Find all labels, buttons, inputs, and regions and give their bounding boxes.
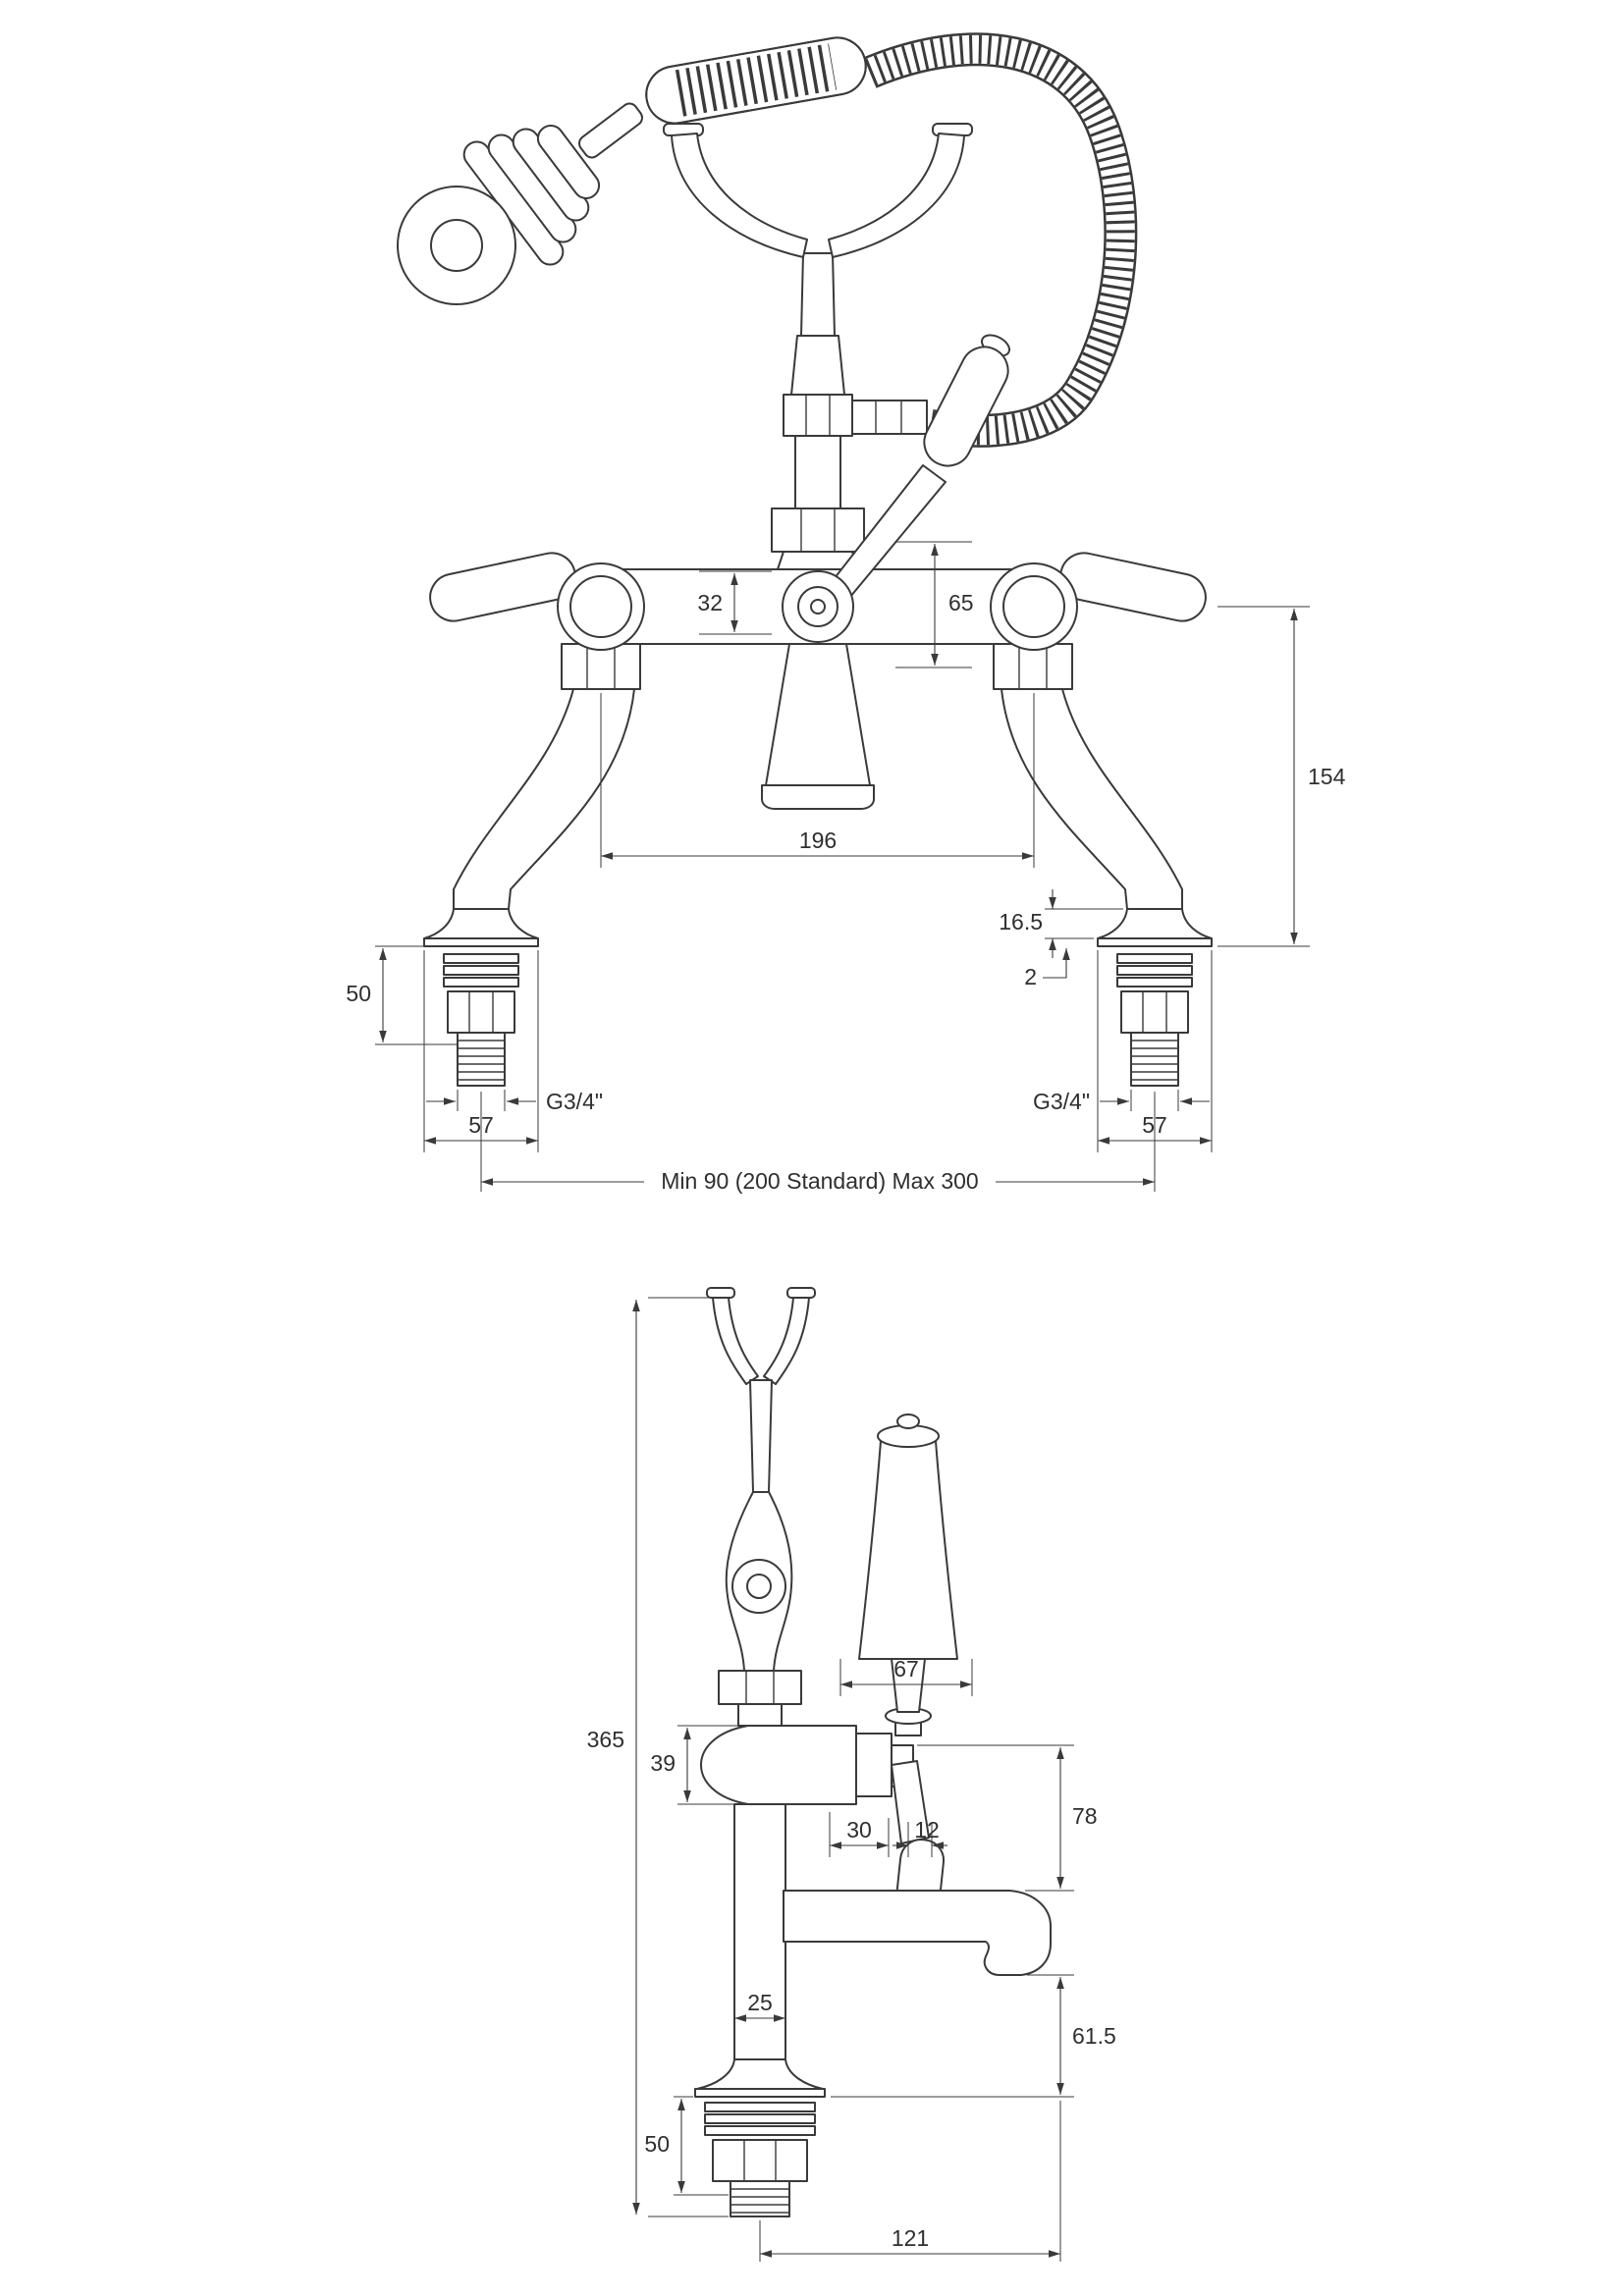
dim-65: 65: [948, 590, 974, 615]
side-view: 365 67 39 30 12 78 61.5 25 50: [587, 1287, 1116, 2262]
handset-cradle: [663, 123, 973, 258]
dim-50-side: 50: [644, 2131, 670, 2157]
dim-32: 32: [697, 590, 723, 615]
thread-size-left: G3/4": [546, 1089, 603, 1114]
right-mounting-shank: [1116, 953, 1193, 1087]
dim-50-left: 50: [346, 981, 371, 1006]
left-valve-handle: [429, 552, 645, 651]
riser-column: [771, 252, 928, 570]
side-lever-handle: [858, 1414, 958, 1736]
front-view-dimensions: 32 65 154 196 16.5 2 50 G3/4": [346, 541, 1346, 1194]
right-leg: [1001, 688, 1183, 910]
shower-hose: [863, 32, 1138, 448]
dim-67: 67: [893, 1656, 919, 1682]
dim-196: 196: [799, 828, 837, 853]
side-holder: [718, 1491, 802, 1727]
side-view-dimensions: 365 67 39 30 12 78 61.5 25 50: [587, 1297, 1116, 2262]
right-valve-handle: [990, 552, 1207, 651]
side-mounting-shank: [704, 2102, 816, 2217]
right-flange: [1097, 908, 1213, 947]
diverter-lever: [830, 334, 1010, 598]
side-cradle: [706, 1287, 816, 1493]
centre-spout: [761, 643, 875, 810]
dim-39: 39: [650, 1750, 676, 1776]
dim-25: 25: [747, 1990, 773, 2015]
side-column: [733, 1803, 786, 2060]
spray-face: [397, 186, 516, 305]
dim-154: 154: [1308, 764, 1346, 789]
dim-61-5: 61.5: [1072, 2023, 1116, 2049]
front-view: 32 65 154 196 16.5 2 50 G3/4": [346, 32, 1346, 1194]
dim-78: 78: [1072, 1803, 1098, 1829]
centre-hub: [782, 570, 854, 643]
left-flange: [423, 908, 539, 947]
dim-121: 121: [892, 2225, 929, 2251]
dim-30: 30: [846, 1817, 872, 1842]
shower-handset: [397, 36, 867, 305]
dim-12: 12: [914, 1817, 940, 1842]
valve-nuts: [561, 643, 1073, 690]
side-flange: [694, 2058, 826, 2098]
thread-size-right: G3/4": [1033, 1089, 1090, 1114]
side-spout: [783, 1890, 1052, 1976]
dim-2: 2: [1024, 964, 1037, 989]
dim-16-5: 16.5: [999, 909, 1043, 934]
side-body: [700, 1725, 914, 1805]
dim-centres-range: Min 90 (200 Standard) Max 300: [661, 1168, 978, 1194]
dim-365: 365: [587, 1727, 624, 1752]
left-mounting-shank: [443, 953, 519, 1087]
left-leg: [453, 688, 635, 910]
